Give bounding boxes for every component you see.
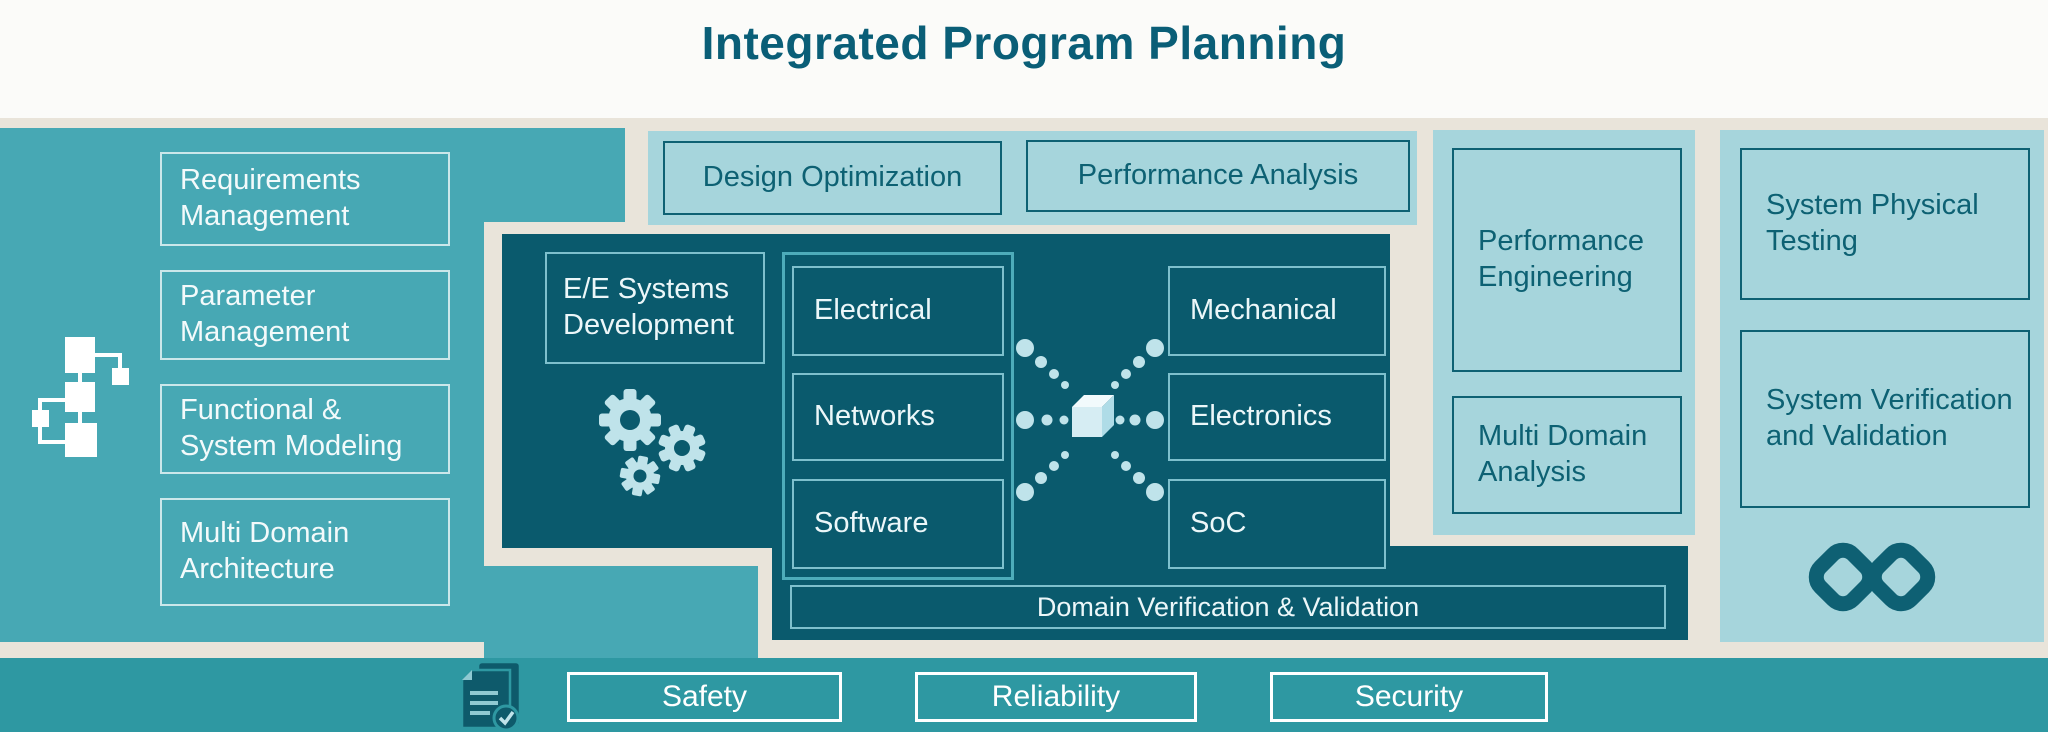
teal-extension [484, 566, 758, 658]
design-optimization-box: Design Optimization [663, 141, 1002, 215]
gears-icon [599, 389, 706, 497]
domain-box: Networks [792, 373, 1004, 461]
domain-box: Electrical [792, 266, 1004, 356]
performance-panel [1433, 130, 1695, 535]
left-panel-item: Requirements Management [160, 152, 450, 246]
left-panel-item: Multi Domain Architecture [160, 498, 450, 606]
multi-domain-analysis-box: Multi Domain Analysis [1452, 396, 1682, 514]
domain-verification-validation-bar: Domain Verification & Validation [790, 585, 1666, 629]
domain-verification-strip [772, 546, 1688, 640]
performance-analysis-box: Performance Analysis [1026, 140, 1410, 212]
domain-box: Software [792, 479, 1004, 569]
left-panel-item: Parameter Management [160, 270, 450, 360]
page-title: Integrated Program Planning [701, 17, 1347, 69]
cross-domain-hub-icon [1016, 339, 1164, 501]
performance-engineering-box: Performance Engineering [1452, 148, 1682, 372]
ee-systems-development-box: E/E Systems Development [545, 252, 765, 364]
safety-box: Safety [567, 672, 842, 722]
ee-domain-group-border [782, 252, 1014, 580]
system-physical-testing-box: System Physical Testing [1740, 148, 2030, 300]
hierarchy-icon [32, 337, 129, 457]
header-band [0, 0, 2048, 118]
domain-box: Electronics [1168, 373, 1386, 461]
domain-box: SoC [1168, 479, 1386, 569]
ee-systems-panel [502, 234, 1390, 548]
infinity-icon [1808, 542, 1936, 612]
optimization-analysis-band [648, 131, 1417, 225]
reliability-box: Reliability [915, 672, 1197, 722]
security-box: Security [1270, 672, 1548, 722]
system-verification-validation-box: System Verification and Validation [1740, 330, 2030, 508]
domain-box: Mechanical [1168, 266, 1386, 356]
document-check-icon [460, 662, 522, 732]
left-panel-item: Functional & System Modeling [160, 384, 450, 474]
